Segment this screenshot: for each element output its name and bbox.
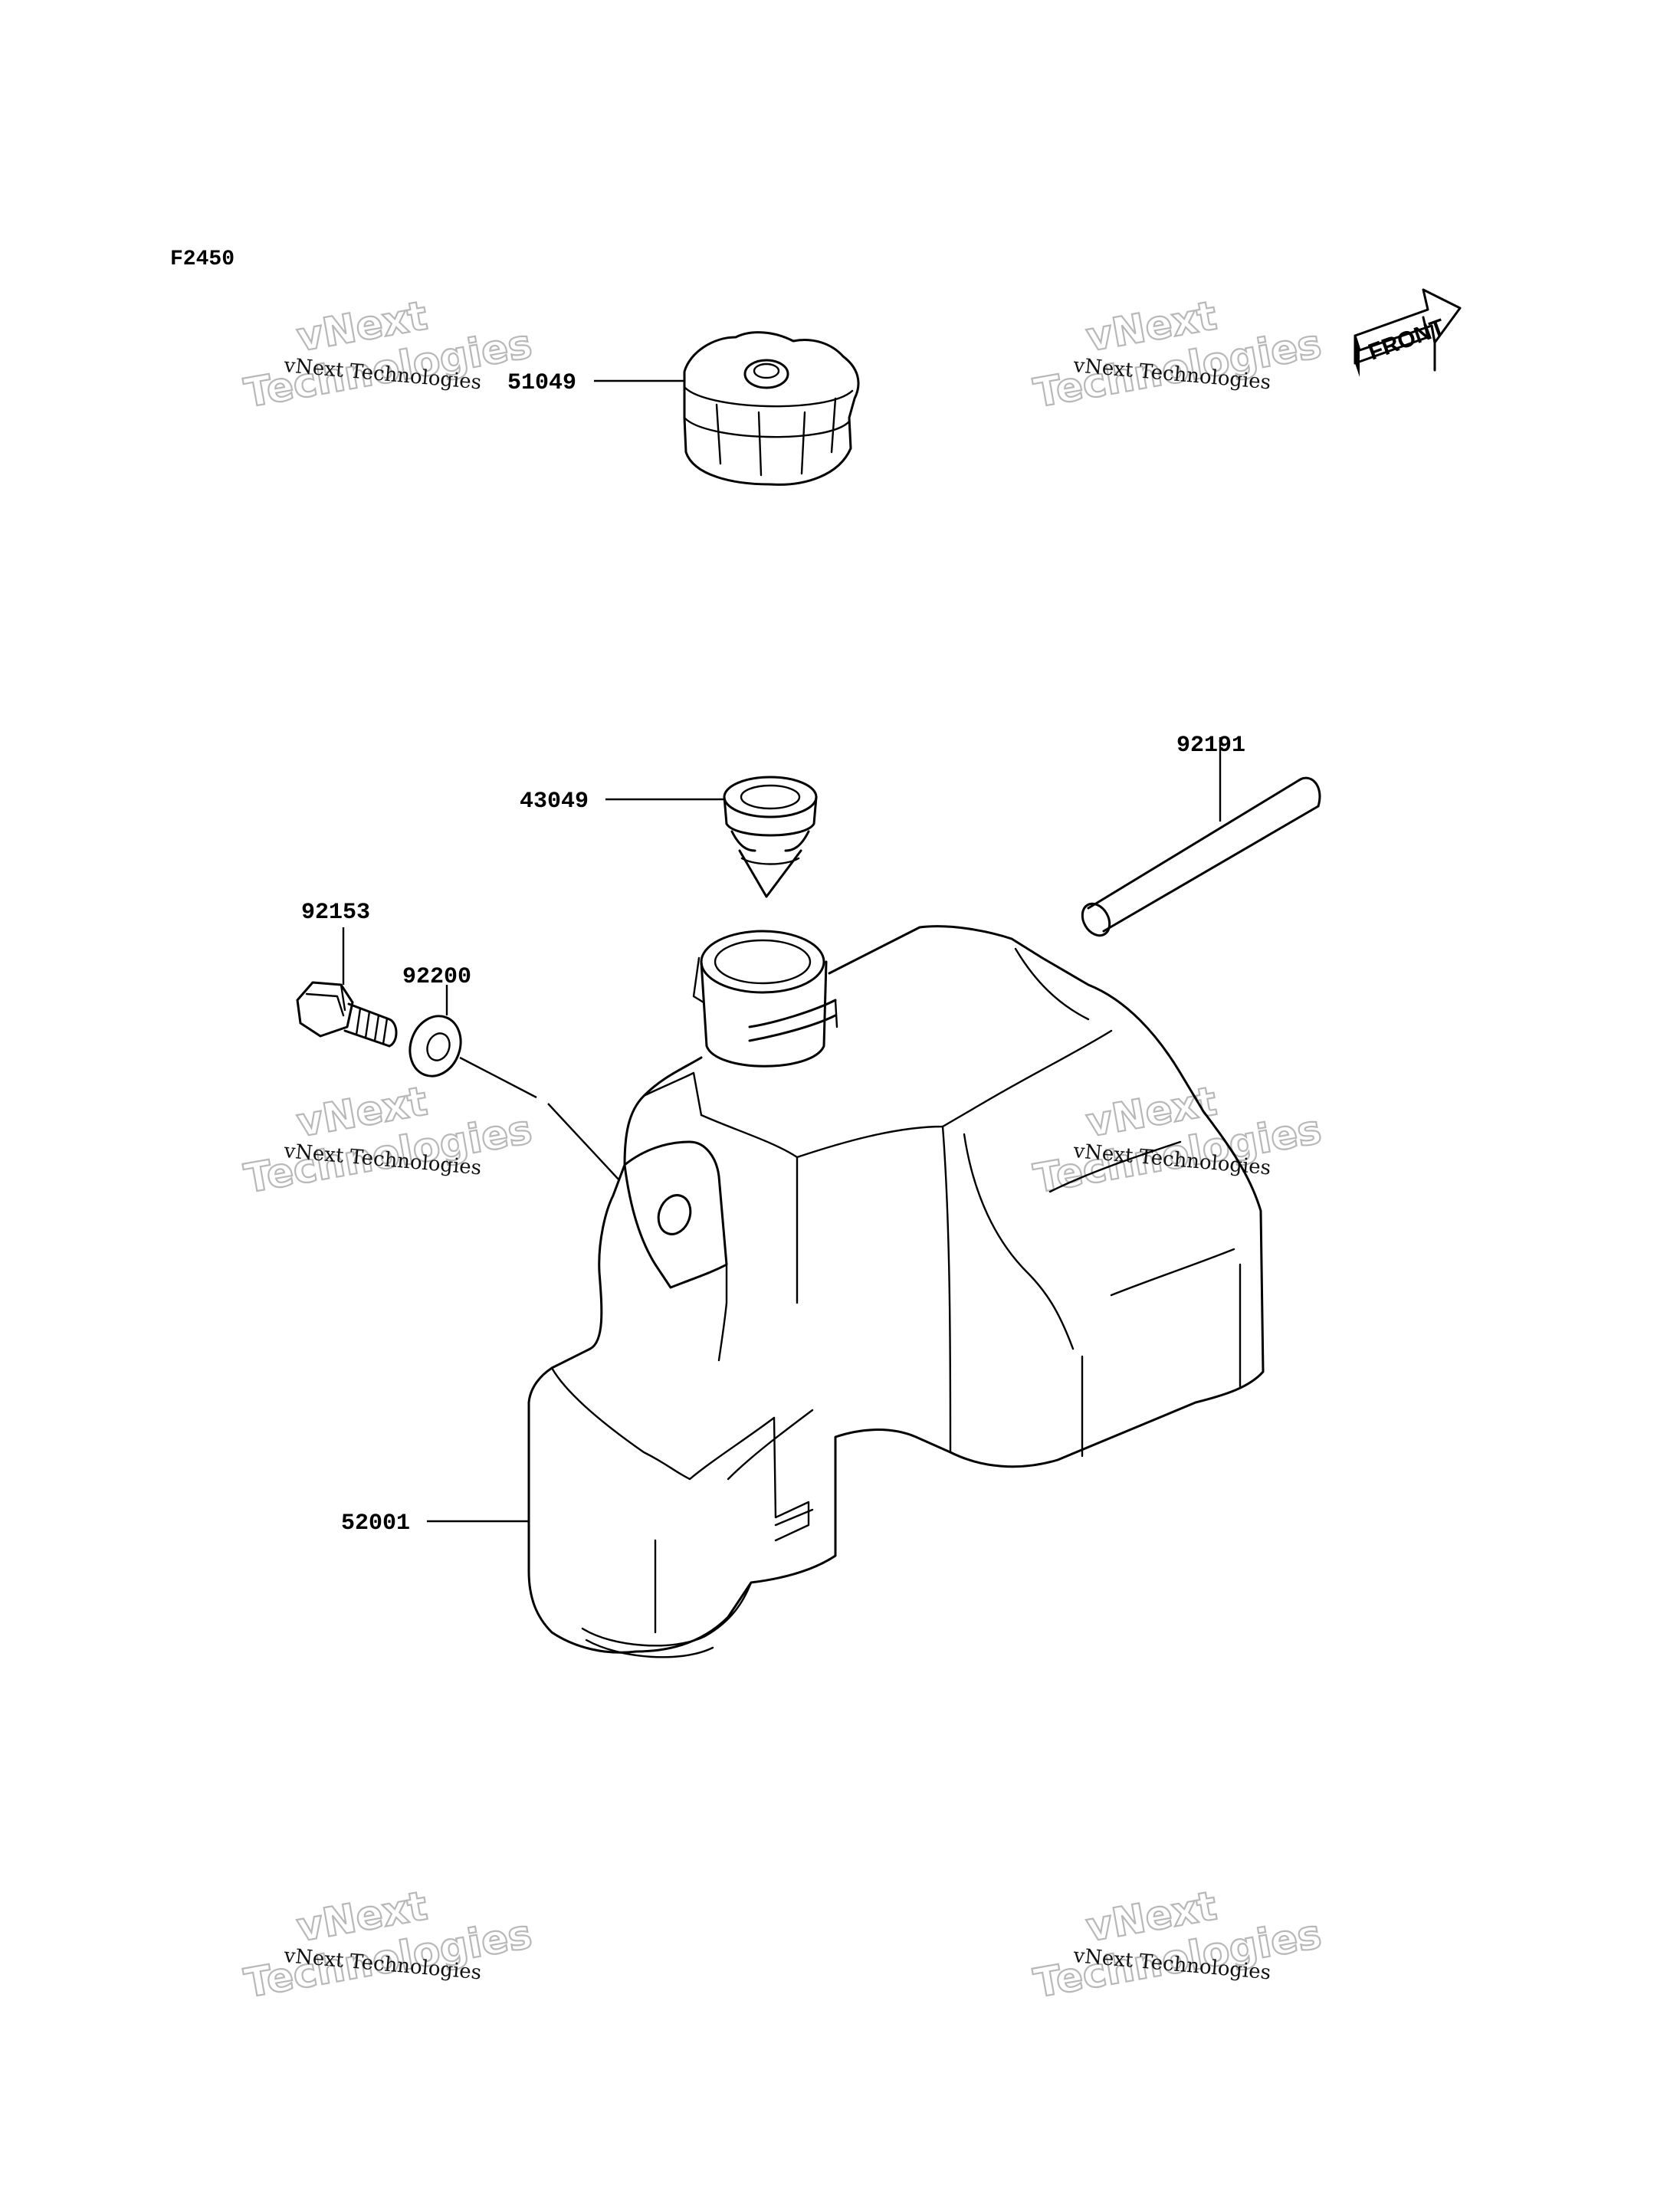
label-92200: 92200 <box>402 964 471 990</box>
part-washer[interactable] <box>402 1009 469 1083</box>
label-52001: 52001 <box>341 1511 410 1537</box>
label-43049: 43049 <box>520 789 589 815</box>
label-92191: 92191 <box>1176 733 1245 759</box>
watermark-top-right: vNext Technologies <box>1029 292 1325 418</box>
watermark-mid-left: vNext Technologies <box>240 1078 536 1203</box>
label-51049: 51049 <box>507 370 576 396</box>
part-cap-gasket[interactable] <box>723 776 818 898</box>
part-vent-hose[interactable] <box>1077 776 1321 940</box>
front-arrow-icon: FRONT <box>1354 288 1462 377</box>
part-tank-cap[interactable] <box>683 331 860 486</box>
watermark-top-left: vNext Technologies <box>240 292 536 418</box>
part-fuel-tank[interactable] <box>527 925 1265 1658</box>
watermark-bottom-left: vNext Technologies <box>240 1882 536 2008</box>
figure-code: F2450 <box>170 248 235 271</box>
part-bolt[interactable] <box>296 981 398 1048</box>
watermark-bottom-right: vNext Technologies <box>1029 1882 1325 2008</box>
label-92153: 92153 <box>301 900 370 926</box>
watermark-mid-right: vNext Technologies <box>1029 1078 1325 1203</box>
